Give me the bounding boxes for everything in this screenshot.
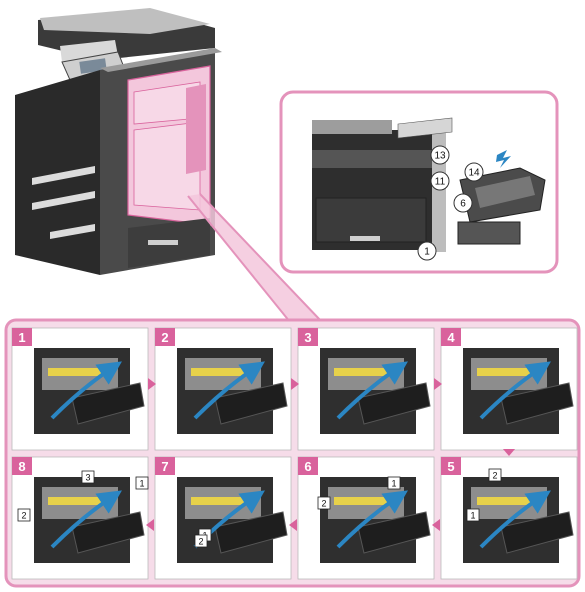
sub-step-label: 1 (470, 511, 475, 521)
flow-arrow-icon (479, 490, 551, 549)
next-arrow-4-5 (503, 449, 515, 456)
callout-13: 13 (430, 145, 450, 165)
callout-11: 11 (430, 171, 450, 191)
sub-step-label: 1 (391, 479, 396, 489)
step-number-tab (441, 457, 461, 475)
step-number-label: 8 (18, 459, 25, 474)
step-number-tab (155, 328, 175, 346)
step-6: 6 1 2 (297, 456, 435, 580)
step-1: 1 (11, 327, 149, 451)
flow-arrow-icon (50, 361, 122, 420)
sub-step-label: 2 (492, 471, 497, 481)
step-number-tab (298, 328, 318, 346)
sub-step-box (387, 476, 401, 490)
step-number-label: 3 (304, 330, 311, 345)
next-arrow-5-6 (432, 519, 440, 531)
sub-step-box (135, 476, 149, 490)
next-arrow-7-8 (146, 519, 154, 531)
step-number-tab (298, 457, 318, 475)
step-5: 5 2 1 (440, 456, 578, 580)
flow-arrow-icon (336, 490, 408, 549)
svg-text:13: 13 (434, 151, 446, 162)
step-3: 3 (297, 327, 435, 451)
step-2: 2 (154, 327, 292, 451)
svg-text:1: 1 (424, 247, 430, 258)
step-number-label: 2 (161, 330, 168, 345)
zoom-connector (187, 193, 323, 323)
flow-arrow-icon (479, 361, 551, 420)
sub-step-box (81, 470, 95, 484)
copier-machine-icon (15, 8, 222, 275)
sub-step-label: 2 (321, 499, 326, 509)
step-number-tab (12, 457, 32, 475)
sub-step-label: 3 (85, 473, 90, 483)
step-number-label: 1 (18, 330, 25, 345)
step-number-label: 7 (161, 459, 168, 474)
next-arrow-2-3 (291, 378, 299, 390)
step-number-tab (155, 457, 175, 475)
callout-14: 14 (464, 162, 484, 182)
next-arrow-1-2 (148, 378, 156, 390)
next-arrow-6-7 (289, 519, 297, 531)
sub-step-box (194, 534, 208, 548)
flow-arrow-icon (50, 490, 122, 549)
step-4: 4 (440, 327, 578, 451)
fuser-unit-icon (457, 167, 546, 245)
step-number-label: 4 (447, 330, 455, 345)
sub-step-box (488, 468, 502, 482)
sub-step-label: 2 (21, 511, 26, 521)
flow-arrow-icon (193, 361, 265, 420)
step-number-label: 5 (447, 459, 454, 474)
step-7: 712 (154, 456, 292, 580)
step-8: 8 3 1 2 (11, 456, 149, 580)
svg-text:11: 11 (435, 177, 446, 188)
step-number-label: 6 (304, 459, 311, 474)
sub-step-box (17, 508, 31, 522)
sub-step-box (317, 496, 331, 510)
step-number-tab (12, 328, 32, 346)
detail-inset: 13 11 6 14 1 (279, 90, 559, 274)
sub-step-label: 2 (198, 537, 203, 547)
svg-text:14: 14 (468, 168, 480, 179)
step-number-tab (441, 328, 461, 346)
callout-6: 6 (453, 193, 473, 213)
svg-text:6: 6 (460, 199, 466, 210)
next-arrow-3-4 (434, 378, 442, 390)
sub-step-label: 1 (139, 479, 144, 489)
callout-1: 1 (417, 241, 437, 261)
flow-arrow-icon (336, 361, 408, 420)
sub-step-box (466, 508, 480, 522)
